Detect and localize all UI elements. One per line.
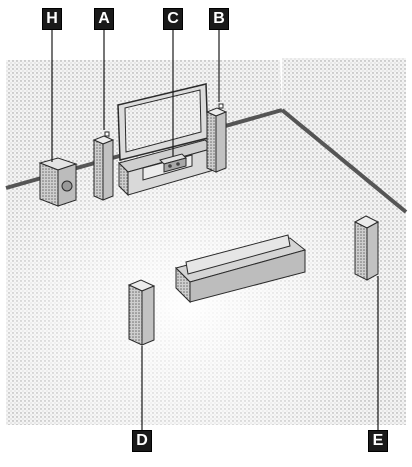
label-b: B: [209, 8, 229, 30]
label-e: E: [368, 430, 388, 452]
center-speaker-c: [159, 153, 187, 173]
label-a: A: [94, 8, 114, 30]
label-d: D: [132, 430, 152, 452]
leader-lines: [51, 28, 379, 432]
label-h: H: [42, 8, 62, 30]
speaker-d: [127, 279, 156, 346]
speaker-b: [205, 103, 228, 173]
speaker-e: [353, 215, 380, 281]
label-c: C: [163, 8, 183, 30]
sofa: [175, 234, 307, 304]
subwoofer-h: [38, 157, 78, 207]
right-wall: [282, 58, 406, 215]
speaker-a: [92, 131, 115, 201]
